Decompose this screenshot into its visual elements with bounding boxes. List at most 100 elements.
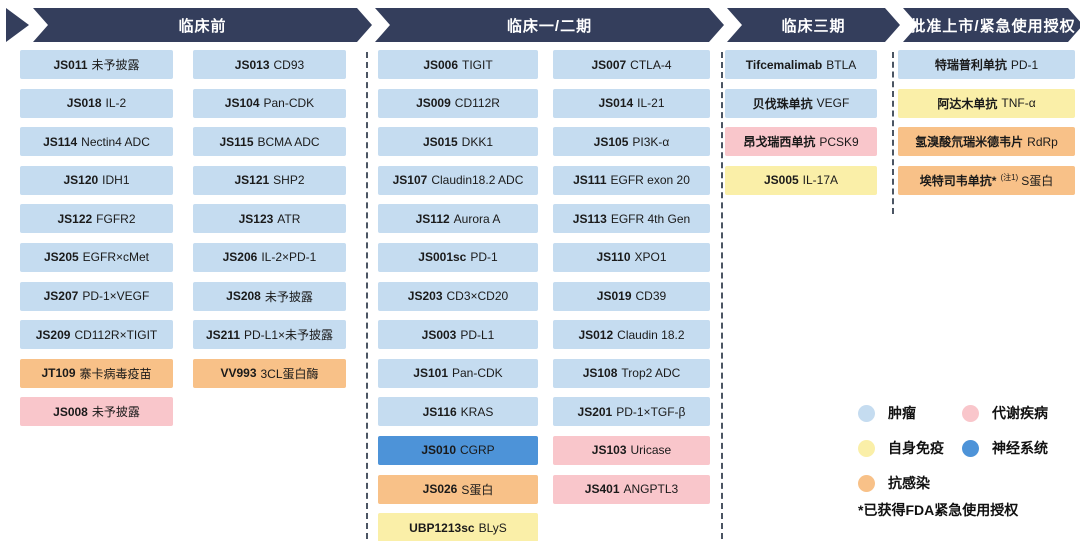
drug-target: BLyS: [478, 520, 507, 535]
drug-target: IL-2: [105, 96, 127, 111]
drug-code: JS110: [596, 250, 631, 265]
drug-code: JS122: [57, 211, 93, 226]
drug-target: XPO1: [634, 250, 667, 265]
drug-code: JS116: [422, 404, 457, 419]
drug-code: JS006: [423, 57, 459, 72]
drug-code: 氢溴酸氘瑞米德韦片: [915, 135, 1024, 150]
drug-code: JS014: [598, 96, 634, 111]
drug-code: JT109: [41, 366, 76, 381]
drug-target: EGFR 4th Gen: [610, 211, 691, 226]
column-separator: [892, 52, 894, 214]
drug-code: JS103: [591, 443, 627, 458]
drug-target: 3CL蛋白酶: [260, 366, 319, 381]
legend-label: 自身免疫: [888, 440, 944, 456]
drug-code: JS019: [596, 289, 632, 304]
drug-target: EGFR exon 20: [610, 173, 690, 188]
drug-target: Trop2 ADC: [621, 366, 681, 381]
drug-code: 昂戈瑞西单抗: [743, 135, 816, 150]
drug-target: CGRP: [460, 443, 495, 458]
drug-target: SHP2: [273, 173, 305, 188]
drug-target: IL-17A: [802, 173, 839, 188]
drug-target: CD39: [635, 289, 667, 304]
drug-target: PCSK9: [819, 134, 859, 149]
drug-target: S蛋白: [1021, 173, 1054, 188]
drug-target: 未予披露: [264, 289, 313, 304]
drug-code: JS009: [416, 96, 451, 111]
drug-target: BCMA ADC: [257, 134, 320, 149]
drug-code: JS005: [763, 173, 799, 188]
drug-target: 寨卡病毒疫苗: [79, 366, 152, 381]
drug-code: 贝伐珠单抗: [752, 96, 813, 111]
legend-item-metabolic: 代谢疾病: [962, 403, 1080, 423]
fda-footnote: *已获得FDA紧急使用授权: [858, 502, 1019, 518]
drug-target: Aurora A: [453, 211, 501, 226]
drug-code: JS007: [591, 57, 627, 72]
arrow-head-icon: [6, 8, 29, 42]
drug-code: JS401: [584, 482, 620, 497]
drug-code: UBP1213sc: [409, 520, 475, 535]
drug-code: JS011: [53, 57, 88, 72]
drug-footnote-ref: (注1): [1000, 172, 1019, 182]
drug-target: Pan-CDK: [263, 96, 315, 111]
drug-target: Nectin4 ADC: [81, 134, 150, 149]
legend-dot-icon: [858, 404, 875, 422]
legend-dot-icon: [858, 439, 875, 457]
drug-target: TNF-α: [1001, 96, 1036, 111]
drug-target: Pan-CDK: [452, 366, 503, 381]
drug-code: JS111: [573, 173, 607, 188]
drug-target: CD112R: [454, 96, 500, 111]
drug-code: JS121: [234, 173, 270, 188]
drug-code: JS208: [226, 289, 261, 304]
legend-item-autoimmune: 自身免疫: [858, 438, 962, 458]
drug-target: EGFR×cMet: [82, 250, 150, 265]
legend-label: 抗感染: [888, 475, 930, 491]
legend-dot-icon: [962, 439, 979, 457]
drug-code: JS104: [224, 96, 260, 111]
drug-target: IL-21: [637, 96, 665, 111]
drug-target: RdRp: [1027, 134, 1058, 149]
drug-target: PD-1×VEGF: [82, 289, 150, 304]
drug-target: CTLA-4: [630, 57, 672, 72]
drug-code: JS114: [43, 134, 78, 149]
drug-code: JS026: [422, 482, 458, 497]
drug-code: JS101: [413, 366, 448, 381]
drug-target: Uricase: [630, 443, 672, 458]
